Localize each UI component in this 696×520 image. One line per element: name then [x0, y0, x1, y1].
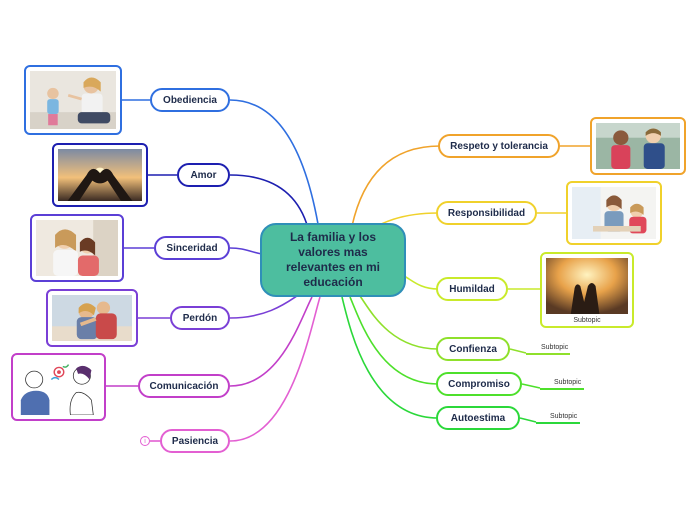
- node-comunicacion[interactable]: Comunicación: [138, 374, 230, 398]
- node-confienza-label: Confienza: [449, 343, 497, 355]
- node-obediencia-label: Obediencia: [163, 94, 217, 106]
- image-sinceridad[interactable]: [30, 214, 124, 282]
- subtopic-autoestima[interactable]: Subtopic: [550, 413, 578, 420]
- link-comunicacion: [229, 296, 313, 387]
- node-autoestima-label: Autoestima: [450, 412, 506, 424]
- node-amor[interactable]: Amor: [177, 163, 230, 187]
- node-responsibilidad[interactable]: Responsibilidad: [436, 201, 537, 225]
- central-topic[interactable]: La familia y los valores mas relevantes …: [260, 223, 406, 297]
- subtopic-compromiso-underline: [540, 388, 584, 390]
- node-pasiencia[interactable]: Pasiencia: [160, 429, 230, 453]
- children-photo-icon: [596, 123, 680, 169]
- node-pasiencia-label: Pasiencia: [171, 435, 219, 447]
- link-autoestima: [341, 296, 439, 419]
- conversation-illustration-icon: [17, 359, 100, 415]
- node-humildad-label: Humildad: [449, 283, 495, 295]
- image-comunicacion[interactable]: [11, 353, 106, 421]
- link-obediencia: [229, 99, 319, 225]
- mother-child-photo-icon: [30, 71, 116, 129]
- node-obediencia[interactable]: Obediencia: [150, 88, 230, 112]
- link-humildad: [403, 275, 439, 290]
- link-confienza: [359, 295, 439, 350]
- info-marker-icon[interactable]: i: [140, 436, 150, 446]
- node-respeto-label: Respeto y tolerancia: [450, 140, 548, 152]
- node-autoestima[interactable]: Autoestima: [436, 406, 520, 430]
- praying-hands-photo-icon: [546, 258, 628, 314]
- image-respeto[interactable]: [590, 117, 686, 175]
- node-amor-label: Amor: [190, 169, 217, 181]
- link-sinceridad: [229, 247, 263, 255]
- link-pasiencia: [229, 296, 321, 442]
- image-responsibilidad[interactable]: [566, 181, 662, 245]
- image-humildad[interactable]: Subtopic: [540, 252, 634, 328]
- mother-daughter-photo-icon: [36, 220, 118, 276]
- node-comunicacion-label: Comunicación: [149, 380, 219, 392]
- node-perdon-label: Perdón: [182, 312, 218, 324]
- node-perdon[interactable]: Perdón: [170, 306, 230, 330]
- link-perdon: [229, 293, 301, 319]
- node-compromiso-label: Compromiso: [448, 378, 510, 390]
- subtopic-confienza-underline: [526, 353, 570, 355]
- image-amor[interactable]: [52, 143, 148, 207]
- heart-hands-photo-icon: [58, 149, 142, 201]
- node-sinceridad-label: Sinceridad: [166, 242, 218, 254]
- link-respeto: [351, 145, 441, 227]
- central-topic-label: La familia y los valores mas relevantes …: [285, 230, 381, 289]
- info-marker-text: i: [144, 437, 146, 445]
- image-obediencia[interactable]: [24, 65, 122, 135]
- node-confienza[interactable]: Confienza: [436, 337, 510, 361]
- subtopic-confienza[interactable]: Subtopic: [541, 344, 569, 351]
- node-sinceridad[interactable]: Sinceridad: [154, 236, 230, 260]
- node-responsibilidad-label: Responsibilidad: [447, 207, 526, 219]
- link-amor: [229, 174, 309, 229]
- hug-photo-icon: [52, 295, 132, 341]
- mother-daughter-study-photo-icon: [572, 187, 656, 239]
- image-perdon[interactable]: [46, 289, 138, 347]
- link-compromiso: [349, 296, 439, 385]
- subtopic-autoestima-underline: [536, 422, 580, 424]
- subtopic-compromiso[interactable]: Subtopic: [554, 379, 582, 386]
- node-humildad[interactable]: Humildad: [436, 277, 508, 301]
- node-compromiso[interactable]: Compromiso: [436, 372, 522, 396]
- node-respeto[interactable]: Respeto y tolerancia: [438, 134, 560, 158]
- subtopic-humildad-caption: Subtopic: [573, 317, 601, 324]
